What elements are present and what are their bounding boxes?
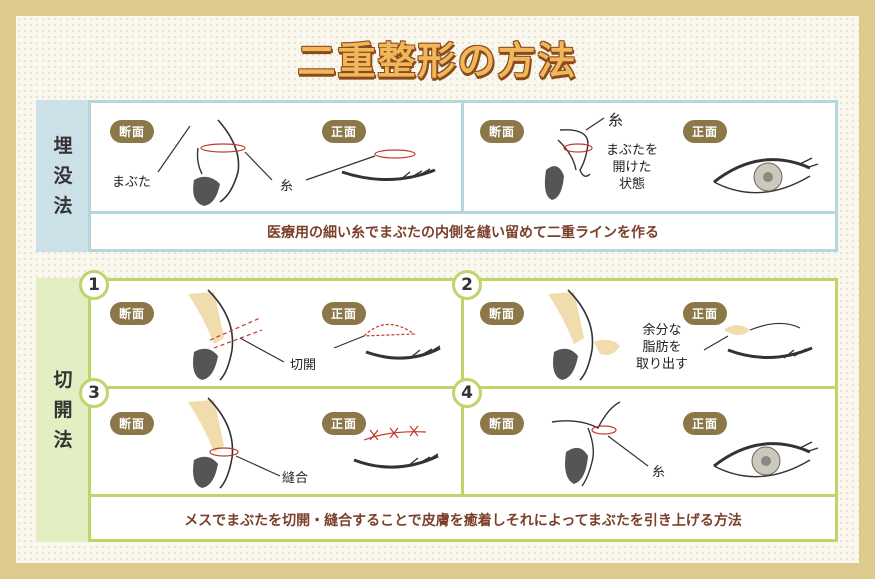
tag-front: 正面 xyxy=(683,302,728,325)
eye-front-closed-illustration xyxy=(305,149,436,181)
eye-section-illustration xyxy=(157,119,273,206)
sekkai-char: 開 xyxy=(53,399,73,421)
label-ito: 糸 xyxy=(280,179,294,194)
step-number: 1 xyxy=(79,270,109,300)
tag-section: 断面 xyxy=(110,120,155,143)
tag-front: 正面 xyxy=(322,302,367,325)
sekkai-char: 法 xyxy=(53,429,73,451)
result-section-illustration xyxy=(551,401,649,487)
suture-section-illustration xyxy=(188,397,281,489)
step-number: 4 xyxy=(452,378,482,408)
label-mabuta: まぶた xyxy=(112,175,152,190)
incision-front-illustration xyxy=(333,323,441,360)
page-title: 二重整形の方法 xyxy=(297,39,578,83)
maibotsu-char: 埋 xyxy=(53,135,73,157)
label-sekkai: 切開 xyxy=(290,358,317,373)
label-ito: 糸 xyxy=(608,111,624,129)
step-number: 3 xyxy=(79,378,109,408)
tag-front: 正面 xyxy=(683,412,728,435)
tag-front: 正面 xyxy=(683,120,728,143)
result-front-illustration xyxy=(713,441,819,478)
label-fat: 余分な 脂肪を 取り出す xyxy=(636,323,689,372)
tag-section: 断面 xyxy=(480,302,525,325)
tag-section: 断面 xyxy=(110,412,155,435)
label-ito: 糸 xyxy=(652,465,666,480)
tag-front: 正面 xyxy=(322,120,367,143)
incision-section-illustration xyxy=(188,289,285,381)
fat-front-illustration xyxy=(703,322,813,359)
tag-section: 断面 xyxy=(480,120,525,143)
sekkai-caption-box xyxy=(88,494,838,542)
sekkai-side-label: 切 開 法 xyxy=(36,278,90,542)
tag-section: 断面 xyxy=(110,302,155,325)
maibotsu-caption: 医療用の細い糸でまぶたの内側を縫い留めて二重ラインを作る xyxy=(267,225,659,241)
fat-section-illustration xyxy=(548,289,620,381)
eye-front-open-illustration xyxy=(713,157,819,194)
maibotsu-char: 没 xyxy=(53,165,73,187)
maibotsu-panel-right xyxy=(461,100,838,214)
label-hougou: 縫合 xyxy=(282,471,309,486)
step-number: 2 xyxy=(452,270,482,300)
eye-section-open-illustration xyxy=(544,117,605,200)
suture-front-illustration xyxy=(353,425,439,469)
maibotsu-side-label: 埋 没 法 xyxy=(36,100,90,252)
tag-section: 断面 xyxy=(480,412,525,435)
maibotsu-caption-box xyxy=(88,211,838,252)
sekkai-caption: メスでまぶたを切開・縫合することで皮膚を癒着しそれによってまぶたを引き上げる方法 xyxy=(184,513,742,529)
label-open-state: まぶたを 開けた 状態 xyxy=(606,143,659,192)
maibotsu-char: 法 xyxy=(53,195,73,217)
tag-front: 正面 xyxy=(322,412,367,435)
sekkai-char: 切 xyxy=(53,369,73,391)
